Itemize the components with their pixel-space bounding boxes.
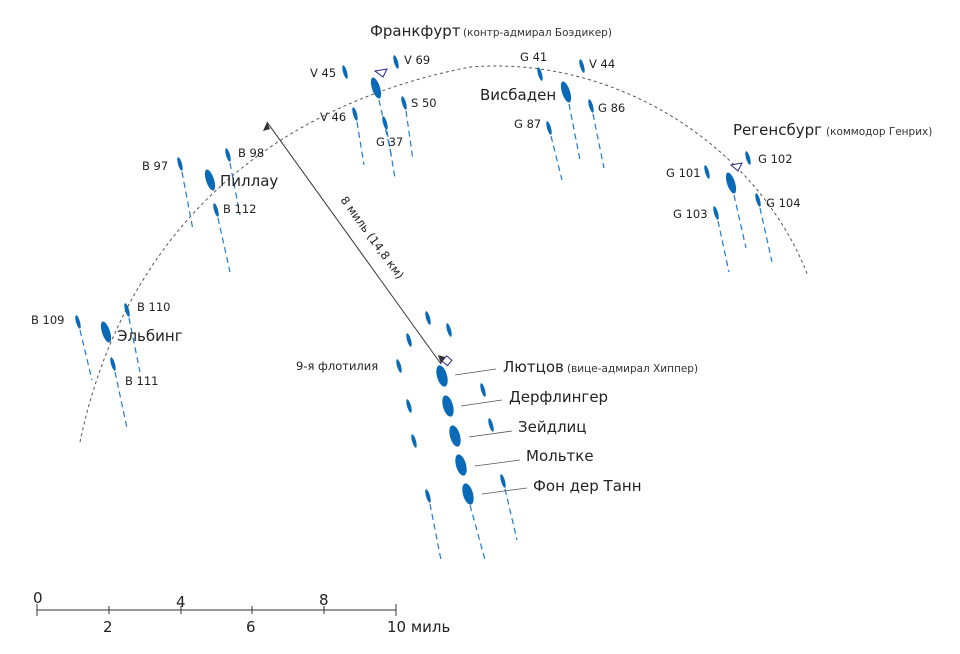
battlecruiser-label: Лютцов [503,358,564,376]
destroyer-g37-ship [382,116,388,130]
destroyer-g104-ship [755,193,761,207]
destroyer-v45-ship [342,65,348,79]
battlecruiser-line: Лютцов (вице-адмирал Хиппер) Дерфлингер … [436,355,698,561]
destroyer-g103-ship [713,206,719,220]
destroyer-g101-ship [704,165,710,179]
pillau-group: Пиллау B 97 B 98 B 112 [142,146,278,273]
flag-triangle-icon [373,68,388,78]
cruiser-regensburg-note: (коммодор Генрих) [826,126,932,138]
destroyer-b109-ship [75,315,81,329]
destroyer-g87-ship [546,121,552,135]
destroyer-label: S 50 [411,96,437,110]
destroyer-s50-ship [401,96,407,110]
destroyer-label: G 87 [514,117,541,131]
destroyer-label: B 112 [223,202,257,216]
destroyer-g41-ship [537,67,543,81]
destroyer-b112-ship [213,203,219,217]
flotilla-destroyer-ship [396,359,402,373]
scale-tick-label: 6 [246,618,256,636]
flotilla-destroyer-ship [425,489,431,503]
battlecruiser-label: Дерфлингер [509,388,608,406]
destroyer-label: G 104 [766,196,801,210]
cruiser-pillau-ship [204,169,216,191]
destroyer-label: G 37 [376,135,403,149]
destroyer-b97-ship [177,157,183,171]
battlecruiser-seydlitz-ship [449,425,461,447]
destroyer-label: V 45 [310,66,336,80]
destroyer-label: G 102 [758,152,793,166]
flotilla-label: 9-я флотилия [296,359,378,373]
distance-arrow [263,121,445,365]
scale-tick-label: 0 [33,589,43,607]
destroyer-label: B 111 [125,374,159,388]
destroyer-label: G 103 [673,207,708,221]
destroyer-b110-ship [124,303,130,317]
cruiser-regensburg-label: Регенсбург [733,121,822,139]
cruiser-frankfurt-label: Франкфурт [370,22,461,40]
destroyer-label: B 98 [238,146,264,160]
flag-square-icon [441,355,453,367]
battlecruiser-lutzow-ship [436,365,448,387]
battlecruiser-note: (вице-адмирал Хиппер) [567,363,698,375]
battlecruiser-label: Фон дер Танн [533,477,642,495]
screen-arc [79,65,809,443]
destroyer-label: B 109 [31,313,65,327]
destroyer-v44-ship [579,59,585,73]
destroyer-g102-ship [745,151,751,165]
scale-tick-label: 10 миль [387,618,450,636]
destroyer-label: G 101 [666,166,701,180]
cruiser-elbing-label: Эльбинг [117,327,183,345]
cruiser-frankfurt-note: (контр-адмирал Боэдикер) [463,27,612,39]
flotilla-destroyer-ship [488,418,494,432]
cruiser-pillau-label: Пиллау [220,172,278,190]
flotilla-destroyer-ship [480,383,486,397]
cruiser-wiesbaden-ship [560,81,572,103]
wiesbaden-group: Висбаден G 41 V 44 G 87 G 86 [480,50,625,181]
destroyer-label: V 69 [404,53,430,67]
destroyer-label: V 46 [320,110,346,124]
flotilla-destroyer-ship [500,474,506,488]
destroyer-v69-ship [393,55,399,69]
flotilla-destroyer-ship [446,323,452,337]
destroyer-v46-ship [352,107,358,121]
scale-bar: 0 4 8 2 6 10 миль [33,589,450,636]
destroyer-label: G 86 [598,101,625,115]
regensburg-group: Регенсбург (коммодор Генрих) G 102 G 101… [666,121,932,273]
battlecruiser-moltke-ship [455,454,467,476]
destroyer-label: G 41 [520,50,547,64]
destroyer-g86-ship [588,99,594,113]
battlecruiser-vondertann-ship [462,483,474,505]
destroyer-label: B 97 [142,159,168,173]
flotilla-9: 9-я флотилия [296,311,518,561]
cruiser-frankfurt-ship [370,77,382,99]
destroyer-label: B 110 [137,300,171,314]
destroyer-b111-ship [110,357,116,371]
elbing-group: Эльбинг B 109 B 110 B 111 [31,300,183,429]
cruiser-elbing-ship [100,321,112,343]
battlecruiser-label: Зейдлиц [518,418,587,436]
destroyer-b98-ship [225,148,231,162]
scale-tick-label: 2 [103,618,113,636]
scale-tick-label: 8 [319,591,329,609]
cruiser-regensburg-ship [725,172,737,194]
frankfurt-group: Франкфурт (контр-адмирал Боэдикер) V 45 … [310,22,612,179]
destroyer-label: V 44 [589,57,615,71]
flotilla-destroyer-ship [406,399,412,413]
flotilla-destroyer-ship [425,311,431,325]
battlecruiser-label: Мольтке [526,447,594,465]
flotilla-destroyer-ship [406,333,412,347]
flotilla-destroyer-ship [411,434,417,448]
flag-triangle-icon [729,162,743,172]
cruiser-wiesbaden-label: Висбаден [480,86,556,104]
battlecruiser-derfflinger-ship [442,395,454,417]
scale-tick-label: 4 [176,593,186,611]
